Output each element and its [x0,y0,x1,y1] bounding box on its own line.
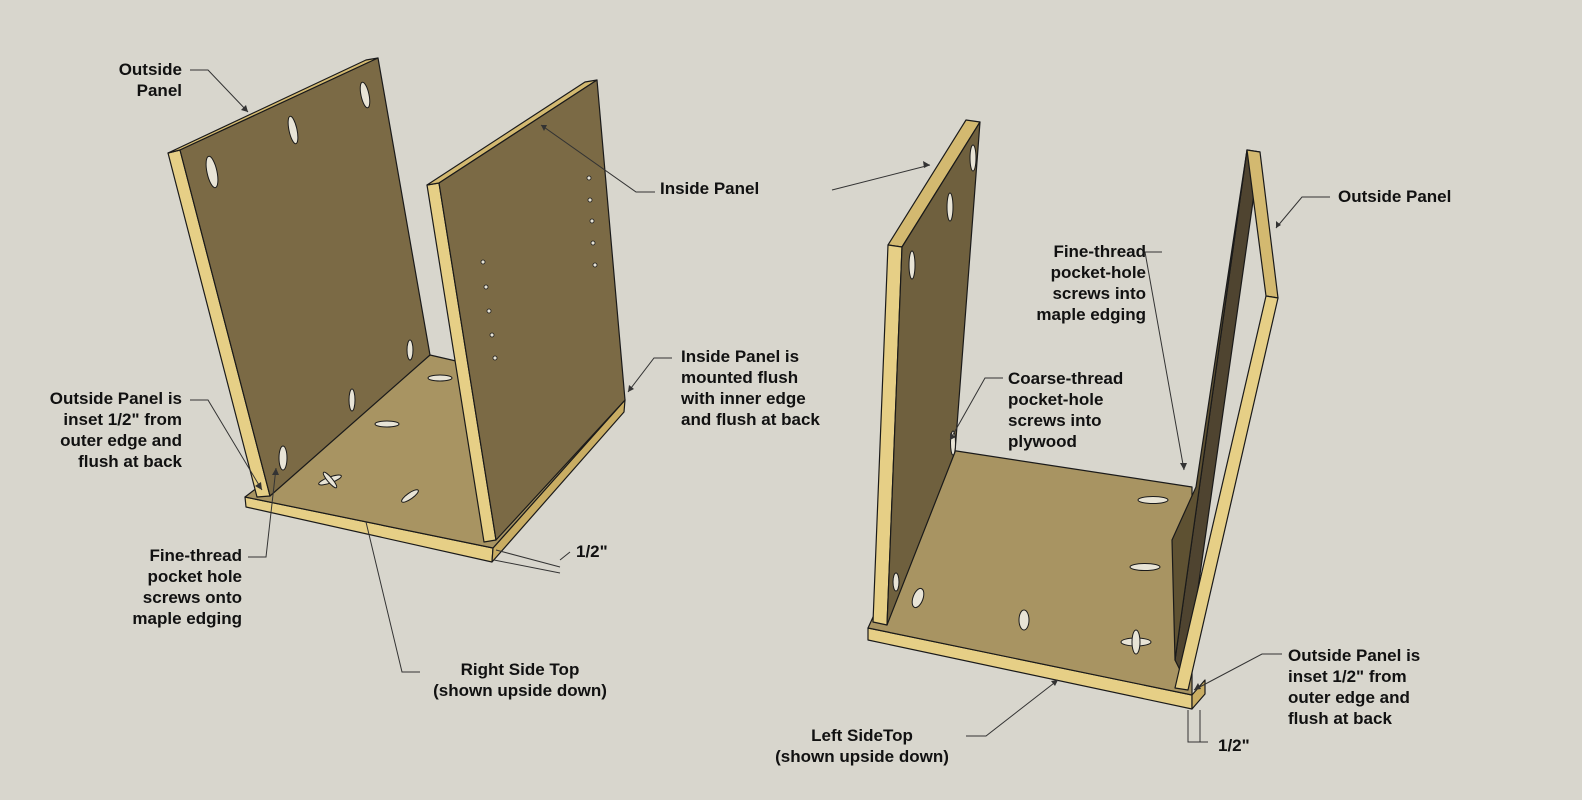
inside-panel-label: Inside Panel [660,179,760,198]
left-side-top-label: Left SideTop (shown upside down) [775,726,949,766]
leader-lines [190,69,1330,743]
fine-thread-left-label: Fine-thread pocket hole screws onto mapl… [132,546,242,628]
inside-panel-flush-label: Inside Panel is mounted flush with inner… [681,347,820,429]
outside-panel2-top-edge [1246,149,1279,299]
inside-panel-face [438,79,626,541]
fine-thread-right-label: Fine-thread pocket-hole screws into mapl… [1036,242,1146,324]
outside-panel-label: Outside Panel [118,60,182,100]
coarse-thread-label: Coarse-thread pocket-hole screws into pl… [1008,369,1124,451]
outside-panel-face [179,57,431,497]
right-side-top-assembly [167,57,626,563]
outside-panel2-edge [1174,295,1279,691]
base2-edging-side [1191,679,1206,710]
outside-panel2-back-face [1171,149,1248,661]
outside-panel-inset-left-label: Outside Panel is inset 1/2" from outer e… [49,389,182,471]
half-inch-right-label: 1/2" [1218,736,1250,755]
half-inch-left-label: 1/2" [576,542,608,561]
outside-panel-inset-right-label: Outside Panel is inset 1/2" from outer e… [1288,646,1421,728]
left-side-top-assembly [867,119,1279,710]
arrowheads [241,105,1281,690]
right-side-top-label: Right Side Top (shown upside down) [433,660,607,700]
outside-panel-right-label: Outside Panel [1338,187,1452,206]
